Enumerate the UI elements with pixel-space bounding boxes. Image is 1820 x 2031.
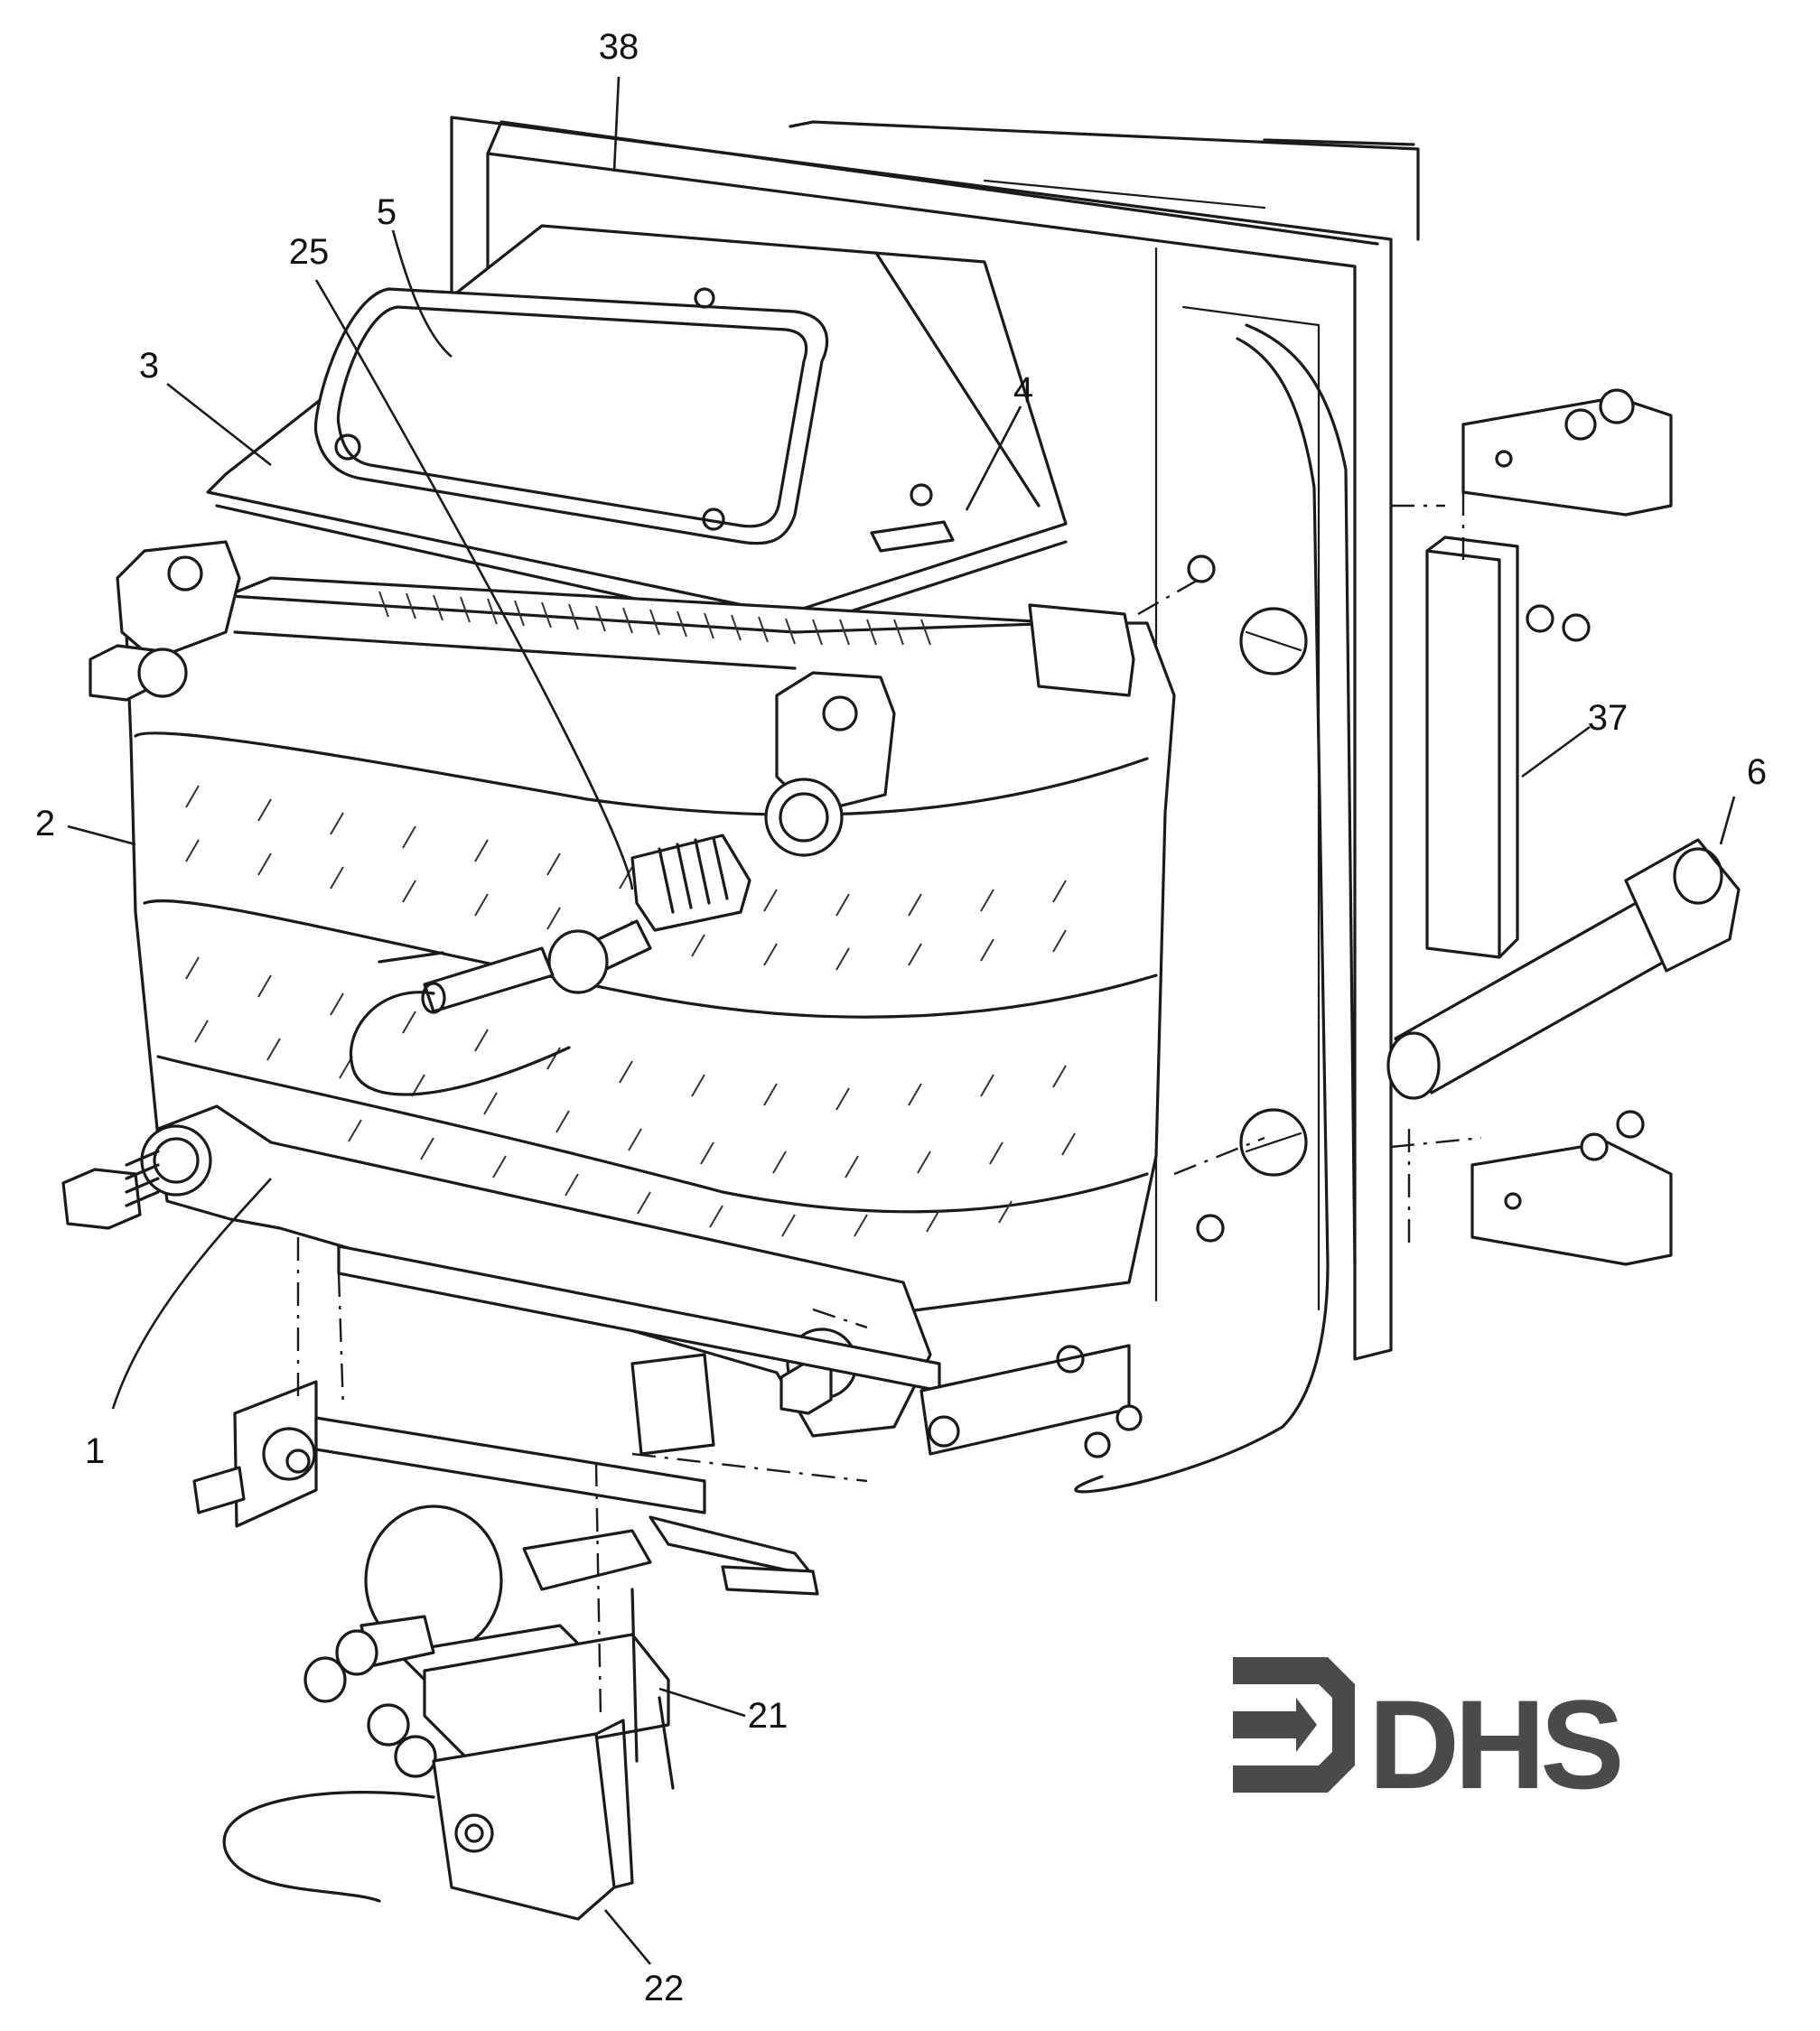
callout-labels: 38 25 5 3 4 37 2 6 1 21 22 [35, 27, 1767, 2008]
callout-22: 22 [644, 1969, 685, 2008]
callout-25: 25 [289, 232, 330, 272]
callout-4: 4 [1013, 370, 1033, 410]
flue-hood [206, 224, 1068, 634]
panel-fixings [1137, 554, 1308, 1243]
heat-exchanger [89, 540, 1176, 1329]
callout-2: 2 [35, 804, 55, 843]
insulation-pattern [185, 785, 1076, 1237]
fin-pattern [378, 591, 931, 646]
gas-valve [222, 1462, 675, 1921]
side-brackets [1390, 388, 1673, 1266]
callout-37: 37 [1588, 698, 1629, 738]
callout-5: 5 [377, 192, 397, 232]
callout-1: 1 [85, 1431, 105, 1471]
dhs-logo: DHS [1233, 1657, 1625, 1815]
burner-supports [192, 1237, 1330, 1596]
igniter-electrode [349, 834, 751, 1096]
logo-text: DHS [1368, 1673, 1619, 1815]
leader-lines [67, 76, 1736, 1965]
callout-6: 6 [1747, 752, 1767, 792]
callout-21: 21 [748, 1696, 789, 1736]
callout-3: 3 [139, 346, 159, 386]
water-pipe [1386, 838, 1741, 1100]
callout-38: 38 [599, 27, 639, 67]
